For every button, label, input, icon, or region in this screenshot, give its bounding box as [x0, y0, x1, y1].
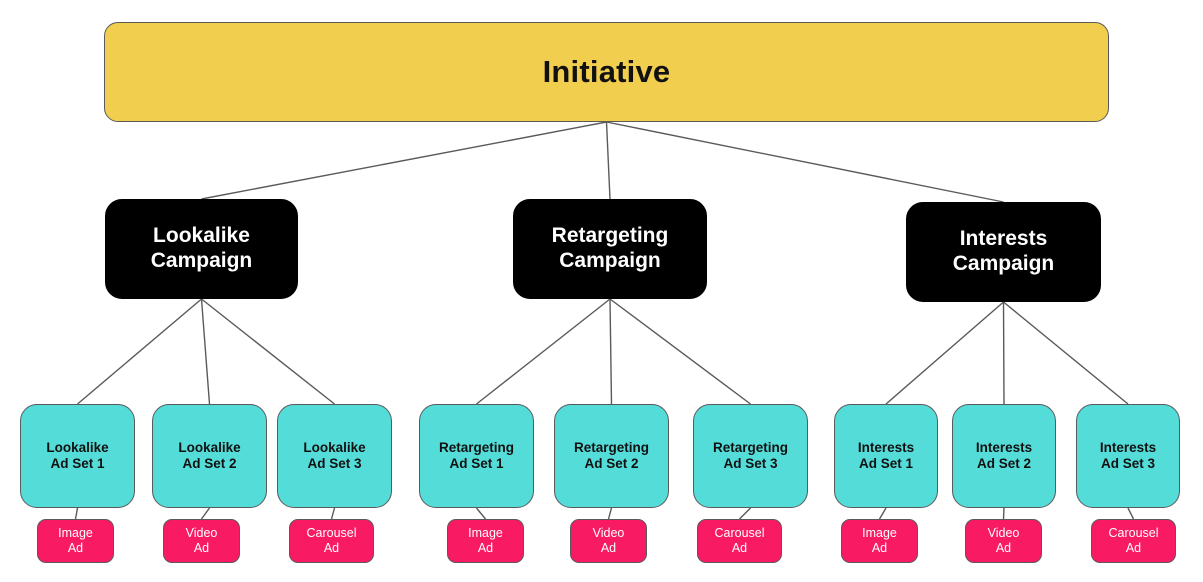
edge-interests-campaign-to-interests-ad-set-2	[1002, 301, 1005, 405]
adset-node-retargeting-ad-set-2-label: Retargeting Ad Set 2	[573, 440, 649, 471]
ad-node-retargeting-ad-set-1-image-ad[interactable]: Image Ad	[447, 519, 524, 563]
ad-node-retargeting-ad-set-3-carousel-ad-label: Carousel Ad	[714, 526, 765, 555]
edge-initiative-to-interests-campaign	[606, 121, 1004, 203]
edge-retargeting-campaign-to-retargeting-ad-set-1	[476, 298, 611, 405]
ad-node-lookalike-ad-set-1-image-ad-label: Image Ad	[58, 526, 93, 555]
edge-lookalike-ad-set-2-to-ad	[200, 507, 211, 520]
adset-node-retargeting-ad-set-1-label: Retargeting Ad Set 1	[438, 440, 514, 471]
adset-node-interests-ad-set-2[interactable]: Interests Ad Set 2	[952, 404, 1056, 508]
edge-interests-ad-set-2-to-ad	[1002, 507, 1005, 520]
ad-node-lookalike-ad-set-2-video-ad[interactable]: Video Ad	[163, 519, 240, 563]
edge-interests-campaign-to-interests-ad-set-3	[1003, 301, 1129, 405]
adset-node-interests-ad-set-1[interactable]: Interests Ad Set 1	[834, 404, 938, 508]
edge-retargeting-campaign-to-retargeting-ad-set-2	[609, 298, 613, 405]
adset-node-retargeting-ad-set-3[interactable]: Retargeting Ad Set 3	[693, 404, 808, 508]
edge-retargeting-campaign-to-retargeting-ad-set-3	[609, 298, 751, 405]
campaign-node-interests-campaign-label: Interests Campaign	[952, 227, 1055, 275]
campaign-node-lookalike-campaign-label: Lookalike Campaign	[150, 224, 253, 272]
adset-node-interests-ad-set-3-label: Interests Ad Set 3	[1099, 440, 1157, 471]
adset-node-lookalike-ad-set-2[interactable]: Lookalike Ad Set 2	[152, 404, 267, 508]
campaign-node-retargeting-campaign-label: Retargeting Campaign	[551, 224, 669, 272]
initiative-node[interactable]: Initiative	[104, 22, 1109, 122]
adset-node-interests-ad-set-2-label: Interests Ad Set 2	[975, 440, 1033, 471]
ad-node-retargeting-ad-set-2-video-ad[interactable]: Video Ad	[570, 519, 647, 563]
edge-lookalike-ad-set-1-to-ad	[74, 507, 79, 520]
edge-initiative-to-retargeting-campaign	[605, 121, 611, 200]
ad-node-interests-ad-set-3-carousel-ad-label: Carousel Ad	[1108, 526, 1159, 555]
ad-node-lookalike-ad-set-2-video-ad-label: Video Ad	[185, 526, 218, 555]
edge-retargeting-ad-set-3-to-ad	[739, 507, 751, 520]
adset-node-interests-ad-set-3[interactable]: Interests Ad Set 3	[1076, 404, 1180, 508]
ad-node-interests-ad-set-1-image-ad[interactable]: Image Ad	[841, 519, 918, 563]
adset-node-lookalike-ad-set-1-label: Lookalike Ad Set 1	[46, 440, 109, 471]
adset-node-lookalike-ad-set-3-label: Lookalike Ad Set 3	[303, 440, 366, 471]
adset-node-lookalike-ad-set-3[interactable]: Lookalike Ad Set 3	[277, 404, 392, 508]
edge-interests-campaign-to-interests-ad-set-1	[885, 301, 1004, 405]
ad-node-retargeting-ad-set-1-image-ad-label: Image Ad	[468, 526, 503, 555]
ad-node-lookalike-ad-set-3-carousel-ad-label: Carousel Ad	[306, 526, 357, 555]
adset-node-retargeting-ad-set-1[interactable]: Retargeting Ad Set 1	[419, 404, 534, 508]
campaign-node-interests-campaign[interactable]: Interests Campaign	[906, 202, 1101, 302]
edge-retargeting-ad-set-1-to-ad	[475, 507, 487, 520]
adset-node-retargeting-ad-set-3-label: Retargeting Ad Set 3	[712, 440, 788, 471]
edge-lookalike-campaign-to-lookalike-ad-set-2	[200, 298, 211, 405]
ad-node-retargeting-ad-set-3-carousel-ad[interactable]: Carousel Ad	[697, 519, 782, 563]
adset-node-lookalike-ad-set-2-label: Lookalike Ad Set 2	[178, 440, 241, 471]
edge-lookalike-campaign-to-lookalike-ad-set-1	[77, 298, 202, 405]
campaign-node-lookalike-campaign[interactable]: Lookalike Campaign	[105, 199, 298, 299]
edge-initiative-to-lookalike-campaign	[201, 121, 607, 200]
edge-interests-ad-set-1-to-ad	[878, 507, 887, 520]
adset-node-retargeting-ad-set-2[interactable]: Retargeting Ad Set 2	[554, 404, 669, 508]
ad-node-lookalike-ad-set-1-image-ad[interactable]: Image Ad	[37, 519, 114, 563]
adset-node-interests-ad-set-1-label: Interests Ad Set 1	[857, 440, 915, 471]
edge-lookalike-campaign-to-lookalike-ad-set-3	[201, 298, 335, 405]
edge-retargeting-ad-set-2-to-ad	[607, 507, 613, 520]
campaign-node-retargeting-campaign[interactable]: Retargeting Campaign	[513, 199, 707, 299]
ad-node-interests-ad-set-2-video-ad-label: Video Ad	[987, 526, 1020, 555]
ad-node-interests-ad-set-1-image-ad-label: Image Ad	[862, 526, 897, 555]
adset-node-lookalike-ad-set-1[interactable]: Lookalike Ad Set 1	[20, 404, 135, 508]
ad-node-retargeting-ad-set-2-video-ad-label: Video Ad	[592, 526, 625, 555]
ad-node-lookalike-ad-set-3-carousel-ad[interactable]: Carousel Ad	[289, 519, 374, 563]
ad-node-interests-ad-set-3-carousel-ad[interactable]: Carousel Ad	[1091, 519, 1176, 563]
initiative-node-label: Initiative	[542, 53, 671, 89]
ad-node-interests-ad-set-2-video-ad[interactable]: Video Ad	[965, 519, 1042, 563]
edge-interests-ad-set-3-to-ad	[1127, 507, 1135, 520]
edge-lookalike-ad-set-3-to-ad	[330, 507, 336, 520]
